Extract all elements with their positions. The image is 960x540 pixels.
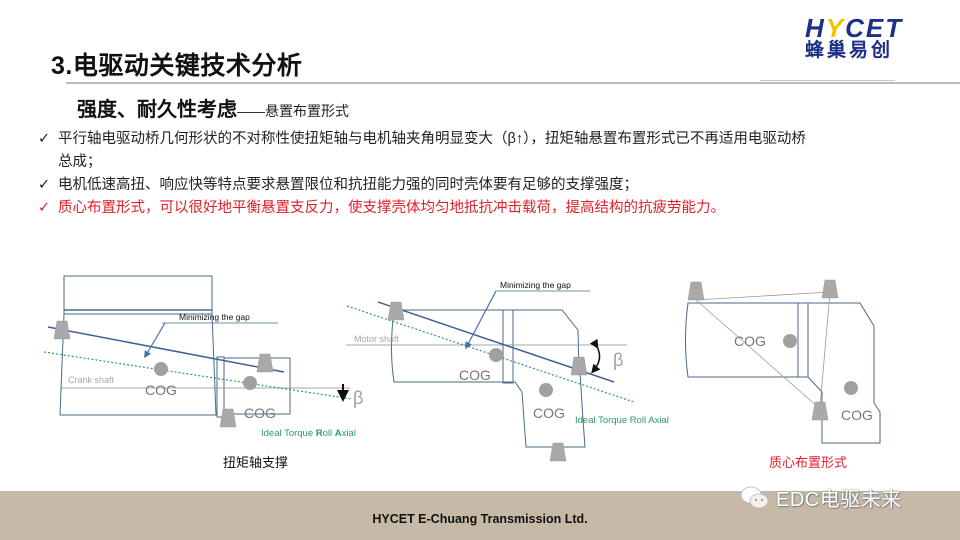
cog-label: COG [841, 407, 873, 423]
caption-torque-axis: 扭矩轴支撑 [223, 455, 289, 470]
ideal-roll-axis-label-left: Ideal Torque Roll Axial [261, 428, 356, 439]
bullet-item: ✓ 电机低速高扭、响应快等特点要求悬置限位和抗扭能力强的同时壳体要有足够的支撑强… [38, 174, 918, 197]
check-icon: ✓ [38, 131, 51, 147]
crank-shaft-label: Crank shaft [68, 375, 115, 385]
company-name: HYCET E-Chuang Transmission Ltd. [372, 512, 588, 526]
logo-divider [760, 80, 895, 81]
caption-cog-layout: 质心布置形式 [769, 455, 848, 470]
wechat-icon [740, 486, 769, 508]
cog-label: COG [244, 405, 276, 421]
page-title: 3.电驱动关键技术分析 [51, 52, 303, 80]
motor-shaft-label: Motor shaft [354, 334, 400, 344]
cog-label: COG [459, 367, 491, 383]
subtitle-sub: ——悬置布置形式 [237, 103, 349, 119]
check-icon: ✓ [38, 200, 51, 216]
bullet-list: ✓ 平行轴电驱动桥几何形状的不对称性使扭矩轴与电机轴夹角明显变大（β↑），扭矩轴… [38, 128, 918, 220]
cog-mount-diagram-right [685, 279, 881, 444]
torque-axis-mount-diagram [43, 275, 353, 428]
cog-mount-diagram-middle [346, 290, 635, 462]
footer-bar: HYCET E-Chuang Transmission Ltd. [0, 491, 960, 540]
beta-label: β [353, 388, 364, 408]
bullet-item: ✓ 平行轴电驱动桥几何形状的不对称性使扭矩轴与电机轴夹角明显变大（β↑），扭矩轴… [38, 128, 918, 174]
section-subtitle: 强度、耐久性考虑——悬置布置形式 [77, 93, 349, 122]
title-divider [66, 82, 960, 84]
cog-label: COG [734, 333, 766, 349]
mount-layout-diagrams [43, 275, 881, 462]
ideal-roll-axis-label-middle: Ideal Torque Roll Axial [575, 415, 669, 426]
cog-label: COG [533, 405, 565, 421]
bullet-item-highlight: ✓ 质心布置形式，可以很好地平衡悬置支反力，使支撑壳体均匀地抵抗冲击载荷，提高结… [38, 197, 918, 220]
gap-label-middle: Minimizing the gap [500, 280, 571, 290]
check-icon: ✓ [38, 177, 51, 193]
watermark-text: EDC电驱未来 [776, 489, 902, 511]
hycet-logo: HYCET 蜂巢易创 [805, 15, 925, 62]
subtitle-main: 强度、耐久性考虑 [77, 99, 237, 121]
gap-label-left: Minimizing the gap [179, 312, 250, 322]
logo-english: HYCET [805, 13, 904, 43]
wechat-watermark: EDC电驱未来 [740, 483, 902, 512]
beta-label: β [613, 350, 624, 370]
logo-chinese: 蜂巢易创 [805, 40, 894, 61]
cog-label: COG [145, 382, 177, 398]
